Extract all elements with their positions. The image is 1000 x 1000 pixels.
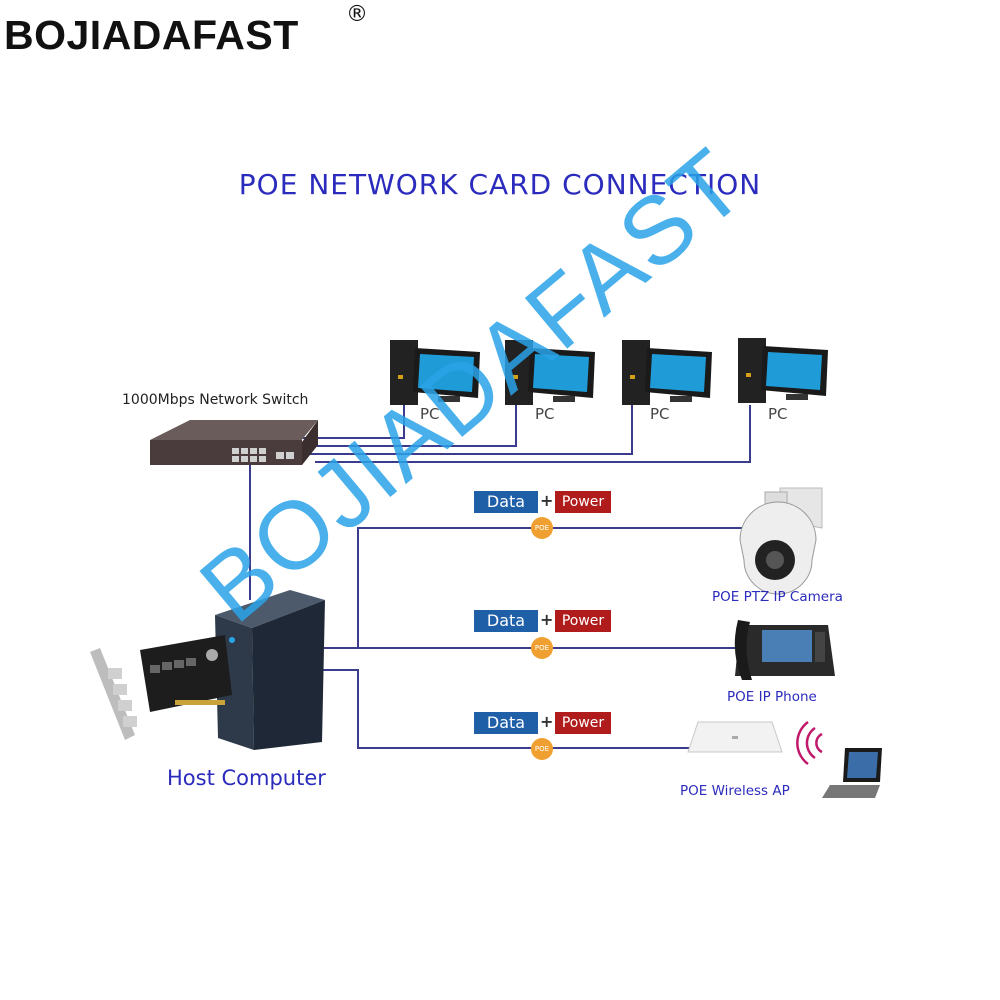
laptop-icon [822, 748, 882, 798]
poe-badge-1: POE [531, 517, 553, 539]
wireless-ap-icon [687, 721, 783, 753]
link-line-pc3 [310, 405, 633, 455]
brand-logo: BOJIADAFAST [4, 12, 299, 58]
device-label-phone: POE IP Phone [727, 689, 817, 705]
pc-icon-1 [390, 340, 480, 405]
plus-sign-3: + [540, 712, 554, 731]
wifi-signal-icon [796, 720, 823, 766]
pc-icon-2 [505, 340, 595, 405]
data-tag-3: Data [474, 712, 538, 734]
ptz-camera-icon [739, 487, 823, 595]
plus-sign-1: + [540, 491, 554, 510]
poe-badge-3: POE [531, 738, 553, 760]
link-line-pc4 [315, 405, 751, 463]
power-tag-3: Power [555, 712, 611, 734]
device-label-camera: POE PTZ IP Camera [712, 589, 843, 605]
pc-icon-3 [622, 340, 712, 405]
data-tag-2: Data [474, 610, 538, 632]
pc-label-2: PC [535, 405, 555, 423]
data-tag-1: Data [474, 491, 538, 513]
link-line-ap [318, 669, 690, 749]
link-line-pc2 [305, 405, 517, 447]
link-line-pc1 [300, 405, 405, 439]
pc-label-1: PC [420, 405, 440, 423]
poe-badge-2: POE [531, 637, 553, 659]
network-switch-icon [150, 420, 318, 465]
pc-label-3: PC [650, 405, 670, 423]
device-label-ap: POE Wireless AP [680, 783, 790, 799]
registered-mark: ® [346, 2, 368, 27]
switch-pc-lines [249, 405, 751, 600]
diagram-title: POE NETWORK CARD CONNECTION [238, 168, 762, 201]
poe-network-card-icon [90, 635, 232, 740]
power-tag-2: Power [555, 610, 611, 632]
switch-label: 1000Mbps Network Switch [122, 392, 309, 408]
pc-label-4: PC [768, 405, 788, 423]
plus-sign-2: + [540, 610, 554, 629]
pc-icon-4 [738, 338, 828, 403]
ip-phone-icon [734, 620, 835, 680]
host-computer-label: Host Computer [167, 766, 326, 790]
power-tag-1: Power [555, 491, 611, 513]
